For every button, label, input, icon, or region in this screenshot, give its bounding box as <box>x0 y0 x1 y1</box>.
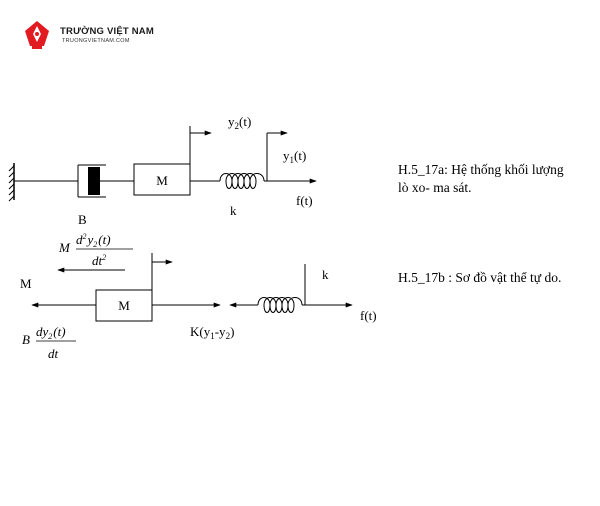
spring-label-k: k <box>230 203 237 218</box>
svg-text:dt: dt <box>48 346 59 361</box>
wall-hatching <box>8 165 15 202</box>
site-logo[interactable]: TRƯỜNG VIỆT NAM TRUONGVIETNAM.COM <box>22 20 162 54</box>
svg-text:dy2(t): dy2(t) <box>36 324 66 341</box>
mass-label-fbd: M <box>118 298 130 313</box>
left-label-m: M <box>20 276 32 291</box>
caption-figure-a: H.5_17a: Hệ thống khối lượng lò xo- ma s… <box>398 161 564 197</box>
spring-label-k-fbd: k <box>322 267 329 282</box>
y2-label: y2(t) <box>228 114 251 131</box>
caption-figure-b: H.5_17b : Sơ đồ vật thể tự do. <box>398 270 562 285</box>
spring-fbd <box>257 297 303 313</box>
inertia-term: M d2y2(t) dt2 <box>58 232 133 268</box>
damper <box>77 164 134 198</box>
spring-force-label: K(y1-y2) <box>190 324 234 341</box>
force-label: f(t) <box>296 193 313 208</box>
spring <box>219 173 265 189</box>
pen-nib-logo-icon <box>25 21 49 49</box>
mass-block-fbd <box>95 289 153 322</box>
damper-term: B dy2(t) dt <box>22 324 76 361</box>
mass-block <box>133 163 191 196</box>
force-label-fbd: f(t) <box>360 308 377 323</box>
svg-text:M: M <box>58 240 71 255</box>
damper-label-b: B <box>78 212 87 227</box>
logo-url: TRUONGVIETNAM.COM <box>62 38 130 44</box>
logo-name: TRƯỜNG VIỆT NAM <box>60 26 154 37</box>
svg-text:B: B <box>22 332 30 347</box>
mass-label: M <box>156 173 168 188</box>
caption-a-line1: H.5_17a: Hệ thống khối lượng <box>398 162 564 177</box>
figure-b: M d2y2(t) dt2 M M B dy2(t) dt K(y1-y2) <box>20 232 377 361</box>
svg-text:d2y2(t): d2y2(t) <box>76 232 111 249</box>
svg-text:dt2: dt2 <box>92 253 106 268</box>
figure-a: B M y2(t) k y1(t) f(t) <box>8 114 317 227</box>
caption-a-line2: lò xo- ma sát. <box>398 180 472 195</box>
y1-label: y1(t) <box>283 148 306 165</box>
